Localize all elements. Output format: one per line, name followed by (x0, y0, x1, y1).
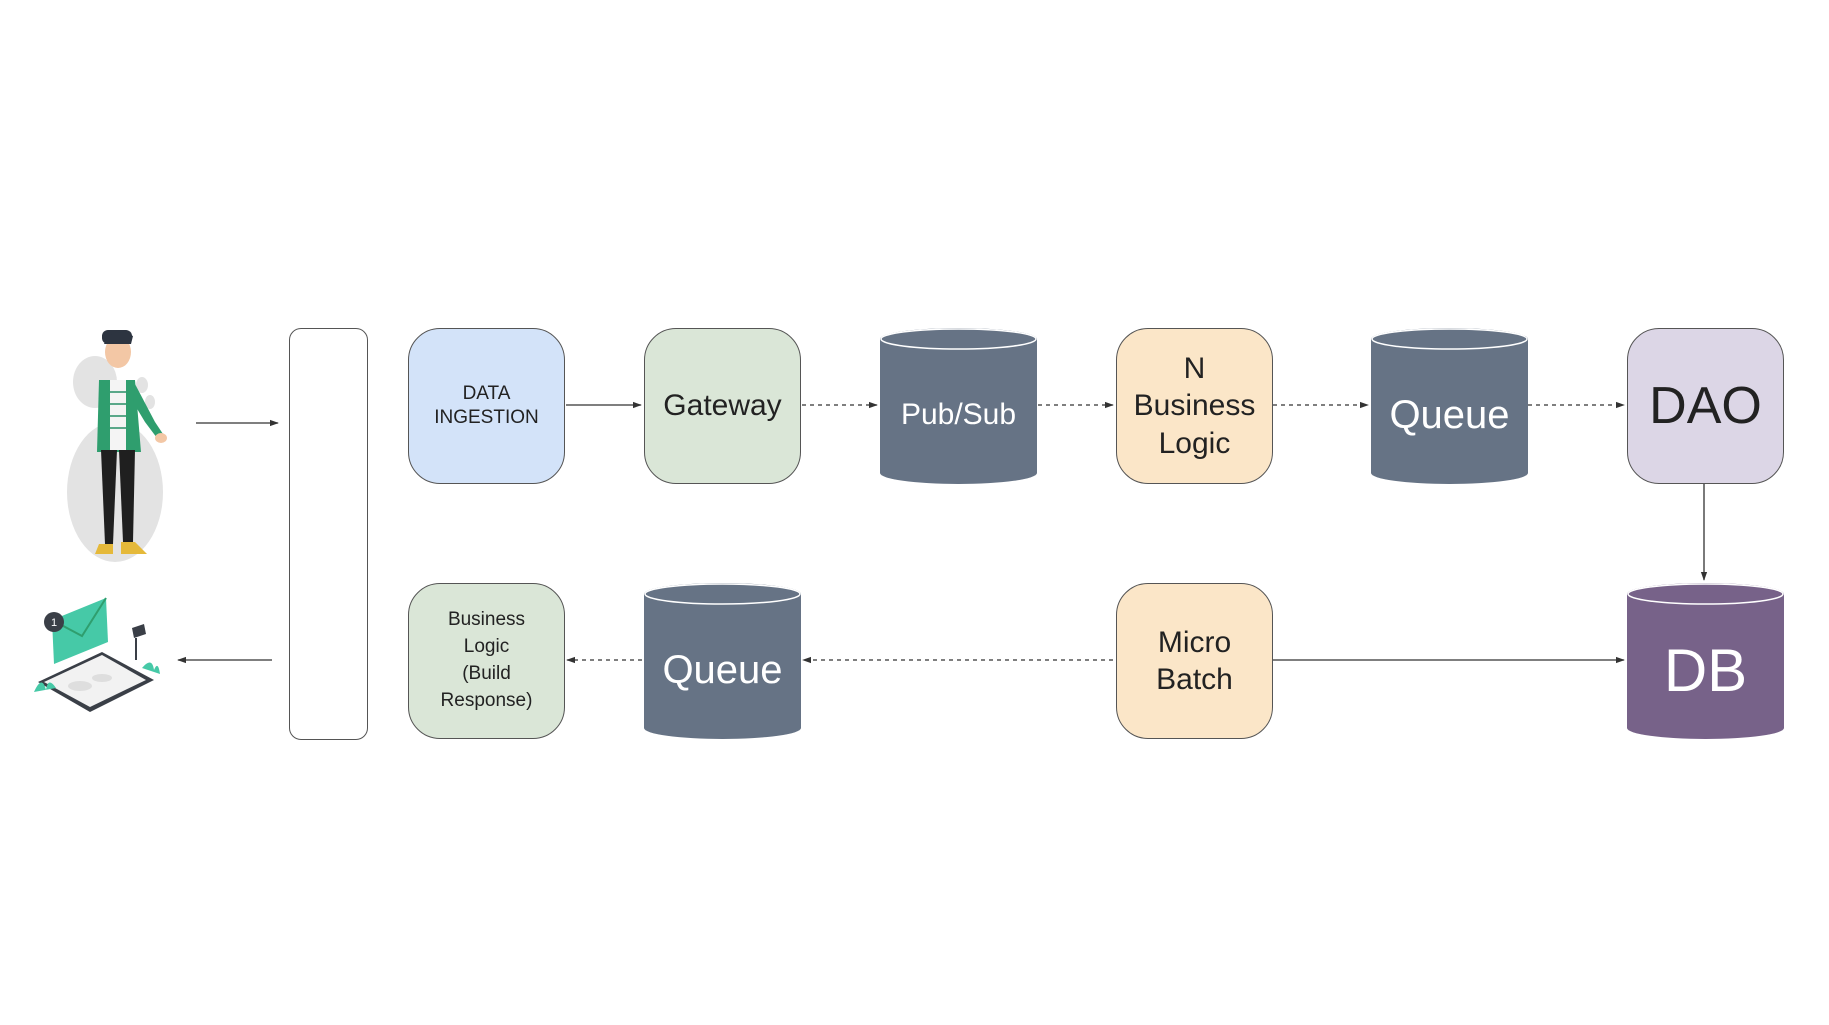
gateway-label: Gateway (663, 387, 781, 425)
label-line: (Build (462, 663, 511, 684)
svg-text:1: 1 (51, 617, 57, 629)
queue-bottom-cylinder: Queue (644, 583, 801, 739)
cylinder-shape (1627, 583, 1784, 739)
cylinder-shape (1371, 328, 1528, 484)
label-line: Pub/Sub (900, 398, 1017, 431)
label-line: INGESTION (434, 407, 539, 428)
label-line: DATA (462, 383, 511, 405)
label-line: Gateway (663, 389, 782, 423)
label-line: Queue (1389, 392, 1510, 437)
label-line: DB (1663, 636, 1748, 704)
label-line: Batch (1156, 663, 1233, 696)
label-line: Business (1133, 389, 1256, 423)
label-line: Response) (440, 689, 533, 711)
dao-label: DAO (1649, 374, 1762, 439)
cylinder-shape (644, 583, 801, 739)
person-illustration (67, 330, 167, 562)
label-line: DAO (1649, 376, 1762, 435)
pubsub-cylinder: Pub/Sub (880, 328, 1037, 484)
pubsub-label: Pub/Sub (901, 398, 1016, 432)
db-cylinder: DB (1627, 583, 1784, 739)
entry-column-box (289, 328, 368, 740)
queue-bottom-label: Queue (662, 648, 782, 693)
label-line: N (1183, 351, 1206, 385)
label-line: Business (447, 609, 526, 631)
queue-top-label: Queue (1389, 393, 1509, 438)
label-line: Logic (1158, 426, 1231, 460)
label-line: Micro (1157, 625, 1232, 659)
label-line: Logic (463, 636, 510, 658)
notification-illustration: 1 (34, 597, 160, 712)
gateway-node: Gateway (644, 328, 801, 484)
db-label: DB (1664, 636, 1747, 705)
label-line: Queue (662, 647, 783, 692)
dao-node: DAO (1627, 328, 1784, 484)
cylinder-shape (880, 328, 1037, 484)
queue-top-cylinder: Queue (1371, 328, 1528, 484)
